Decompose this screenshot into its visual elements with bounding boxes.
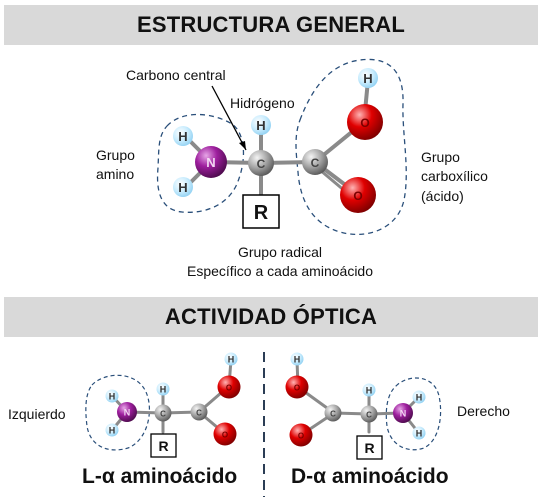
atom-label: H [178,129,187,144]
svg-text:R: R [254,202,269,224]
l-radical-box: R [150,433,177,458]
d-radical-box: R [356,435,383,460]
svg-text:O: O [298,432,304,441]
hydrogen-atom-central: H [251,115,271,135]
svg-text:O: O [353,189,362,203]
label-grupo-amino-2: amino [96,166,135,182]
radical-box: R [242,194,280,229]
svg-text:O: O [226,384,232,393]
label-grupo-carboxilico-2: carboxílico [421,168,488,184]
svg-text:H: H [366,386,373,396]
l-carbon-carboxyl: C [190,403,208,421]
svg-text:N: N [124,408,131,418]
l-oxygen-oh: O [217,375,241,399]
svg-text:O: O [222,431,228,440]
svg-text:C: C [160,410,166,419]
carbono-central-pointer [211,85,247,151]
svg-text:C: C [366,411,372,420]
svg-text:O: O [294,384,300,393]
l-hydrogen-n1: H [105,389,119,403]
d-hydrogen-oh: H [290,352,304,366]
d-hydrogen-central: H [362,383,376,397]
l-carbon-central: C [154,404,172,422]
d-carbon-carboxyl: C [324,404,342,422]
l-amino-group-outline [85,374,150,451]
label-grupo-carboxilico-1: Grupo [421,149,460,165]
l-oxygen-double: O [213,422,237,446]
oxygen-atom-double: O [340,177,376,213]
d-hydrogen-n1: H [412,390,426,404]
label-grupo-amino-1: Grupo [96,147,135,163]
svg-text:H: H [416,429,423,439]
d-nitrogen-atom: N [393,403,413,423]
svg-text:H: H [109,426,116,436]
svg-text:H: H [256,118,265,133]
label-hidrogeno: Hidrógeno [230,95,295,111]
l-hydrogen-central: H [156,382,170,396]
l-hydrogen-n2: H [105,423,119,437]
carbon-atom-central: C [248,150,274,176]
svg-text:R: R [364,440,374,456]
label-especifico: Específico a cada aminoácido [187,263,373,279]
l-nitrogen-atom: N [117,402,137,422]
svg-text:H: H [160,385,167,395]
svg-text:C: C [257,157,266,171]
d-amino-acid-name: D-α aminoácido [291,465,449,488]
svg-text:C: C [196,409,202,418]
section-title-optical: ACTIVIDAD ÓPTICA [4,297,538,337]
d-carbon-central: C [360,405,378,423]
l-amino-acid-name: L-α aminoácido [82,465,238,488]
svg-text:H: H [294,355,301,365]
svg-text:N: N [400,409,407,419]
d-hydrogen-n2: H [412,426,426,440]
label-derecho: Derecho [457,403,510,419]
svg-text:C: C [330,410,336,419]
hydrogen-atom-oh: H [358,68,378,88]
svg-text:H: H [228,355,235,365]
section-title-general: ESTRUCTURA GENERAL [4,5,538,45]
hydrogen-atom-n1: H [173,126,193,146]
d-oxygen-oh: O [285,375,309,399]
svg-text:H: H [363,71,372,86]
svg-text:R: R [158,438,168,454]
d-oxygen-double: O [289,423,313,447]
svg-text:H: H [416,393,423,403]
svg-text:C: C [311,156,320,170]
label-grupo-radical: Grupo radical [237,244,323,260]
carbon-atom-carboxyl: C [302,149,328,175]
svg-text:H: H [109,392,116,402]
oxygen-atom-oh: O [347,104,383,140]
svg-text:N: N [206,155,215,170]
hydrogen-atom-n2: H [173,177,193,197]
label-izquierdo: Izquierdo [8,406,66,422]
amino-group-outline [156,113,245,213]
l-hydrogen-oh: H [224,352,238,366]
label-carbono-central: Carbono central [126,67,226,83]
svg-text:O: O [360,116,369,130]
label-grupo-carboxilico-3: (ácido) [421,188,464,204]
svg-text:H: H [178,180,187,195]
nitrogen-atom: N [195,146,227,178]
